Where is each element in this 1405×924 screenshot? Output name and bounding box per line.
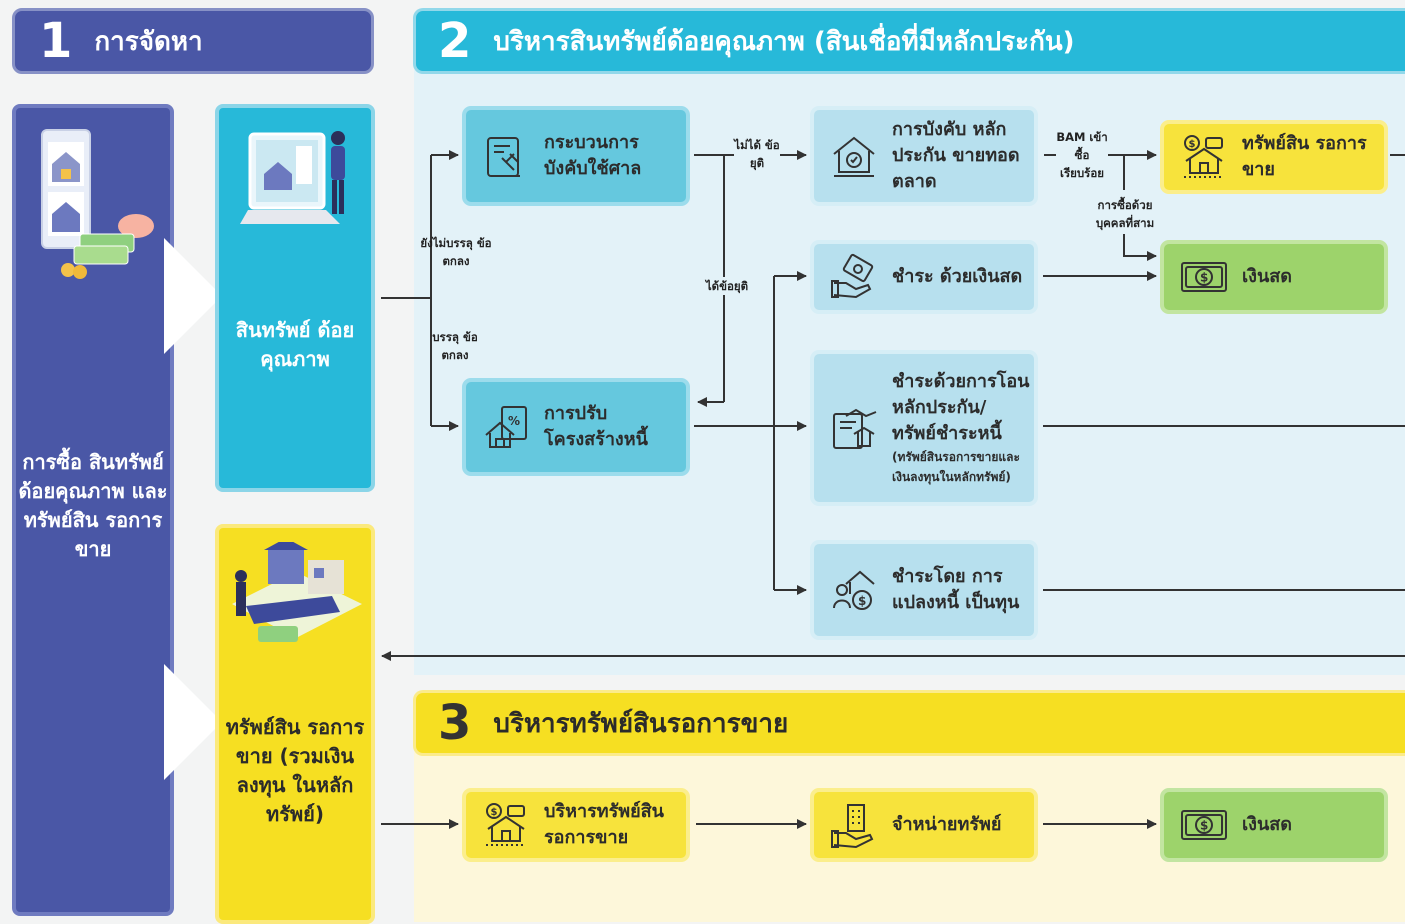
house-percent-icon: % (482, 403, 530, 451)
manage-npa-box: $ บริหารทรัพย์สิน รอการขาย (462, 788, 690, 862)
section1-number: 1 (39, 13, 73, 69)
section1-title: การจัดหา (94, 26, 203, 57)
pay-convert-box: $ ชำระโดย การแปลงหนี้ เป็นทุน (810, 540, 1038, 640)
tablet-house-money-icon (38, 122, 158, 282)
svg-text:%: % (508, 414, 520, 428)
npa-label: ทรัพย์สิน รอการขาย (รวมเงินลงทุน ในหลักท… (225, 715, 365, 826)
gavel-document-icon (482, 132, 530, 180)
svg-text:$: $ (1189, 139, 1196, 150)
person-coin-icon: $ (830, 566, 878, 614)
edge-label-third-party: การซื้อด้วย บุคคลที่สาม (1086, 196, 1164, 232)
cash-box: $ เงินสด (1160, 788, 1388, 862)
handshake-document-icon (830, 404, 878, 452)
section1-header: 1 การจัดหา (12, 8, 374, 74)
pay-transfer-label: ชำระด้วยการโอน หลักประกัน/ ทรัพย์ชำระหนี… (892, 371, 1030, 444)
edge-label-bam: BAM เข้าซื้อ เรียบร้อย (1056, 130, 1108, 180)
debt-restructure-box: % การปรับ โครงสร้างหนี้ (462, 378, 690, 476)
pay-cash-box: ชำระ ด้วยเงินสด (810, 240, 1038, 314)
cash-result-box: $ เงินสด (1160, 240, 1388, 314)
npa-result-box: $ ทรัพย์สิน รอการขาย (1160, 120, 1388, 194)
svg-text:$: $ (491, 807, 498, 818)
money-house-icon: $ (1180, 133, 1228, 181)
court-process-label: กระบวนการ บังคับใช้ศาล (544, 132, 642, 179)
svg-text:$: $ (1200, 271, 1208, 285)
pay-transfer-box: ชำระด้วยการโอน หลักประกัน/ ทรัพย์ชำระหนี… (810, 350, 1038, 506)
section3-header: 3 บริหารทรัพย์สินรอการขาย (413, 690, 1405, 756)
money-house-icon: $ (482, 801, 530, 849)
laptop-person-icon (240, 124, 358, 234)
edge-label-not-settled: ยังไม่บรรลุ ข้อตกลง (420, 236, 492, 268)
section2-header: 2 บริหารสินทรัพย์ด้อยคุณภาพ (สินเชื่อที่… (413, 8, 1405, 74)
court-process-box: กระบวนการ บังคับใช้ศาล (462, 106, 690, 206)
acquisition-label: การซื้อ สินทรัพย์ ด้อยคุณภาพ และทรัพย์สิ… (18, 450, 168, 561)
cash-result-label: เงินสด (1242, 266, 1292, 287)
npl-label: สินทรัพย์ ด้อยคุณภาพ (235, 318, 355, 371)
banknote-icon: $ (1180, 253, 1228, 301)
edge-label-settlement: ได้ข้อยุติ (700, 277, 754, 295)
sell-property-label: จำหน่ายทรัพย์ (892, 814, 1002, 835)
pay-convert-label: ชำระโดย การแปลงหนี้ เป็นทุน (892, 566, 1020, 613)
edge-label-no-settlement: ไม่ได้ ข้อยุติ (734, 136, 780, 172)
hand-money-icon (830, 253, 878, 301)
collateral-auction-label: การบังคับ หลักประกัน ขายทอดตลาด (892, 119, 1020, 192)
section3-title: บริหารทรัพย์สินรอการขาย (493, 708, 789, 739)
edge-label-settled: บรรลุ ข้อตกลง (432, 330, 478, 362)
npa-result-label: ทรัพย์สิน รอการขาย (1242, 133, 1367, 180)
debt-restructure-label: การปรับ โครงสร้างหนี้ (544, 403, 648, 450)
sell-property-box: จำหน่ายทรัพย์ (810, 788, 1038, 862)
hand-building-icon (830, 801, 878, 849)
chevron-right-shape (164, 238, 222, 354)
section2-number: 2 (438, 13, 472, 69)
svg-text:$: $ (858, 594, 866, 608)
section2-title: บริหารสินทรัพย์ด้อยคุณภาพ (สินเชื่อที่มี… (493, 26, 1075, 57)
houses-discount-icon (222, 538, 370, 650)
banknote-icon: $ (1180, 801, 1228, 849)
pay-cash-label: ชำระ ด้วยเงินสด (892, 266, 1023, 287)
chevron-right-shape (164, 664, 222, 780)
house-auction-icon (830, 132, 878, 180)
svg-text:$: $ (1200, 819, 1208, 833)
pay-transfer-note: (ทรัพย์สินรอการขายและ เงินลงทุนในหลักทรั… (892, 450, 1020, 484)
manage-npa-label: บริหารทรัพย์สิน รอการขาย (544, 801, 664, 848)
section3-number: 3 (438, 695, 472, 751)
collateral-auction-box: การบังคับ หลักประกัน ขายทอดตลาด (810, 106, 1038, 206)
cash-label: เงินสด (1242, 814, 1292, 835)
